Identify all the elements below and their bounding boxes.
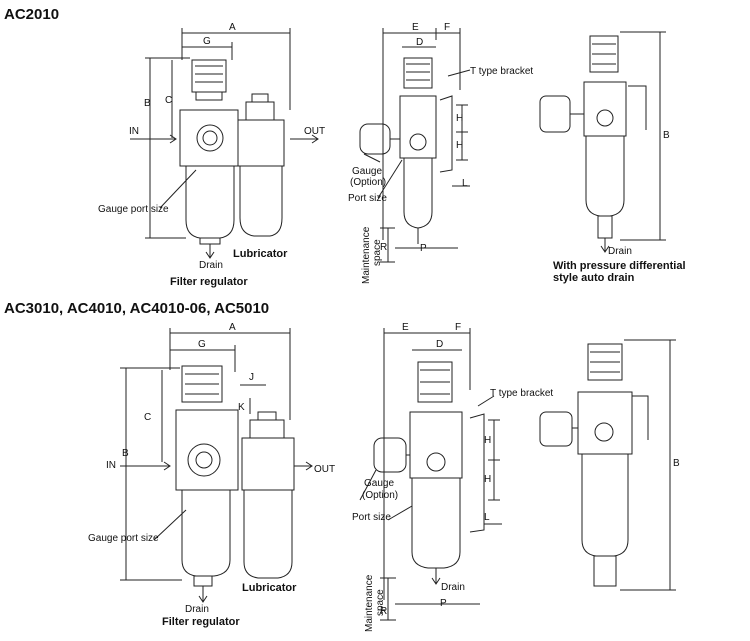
ac3010-autodrain-view: [539, 339, 676, 591]
dim-r-bottom: R: [380, 606, 388, 617]
label-port-size-top: Port size: [348, 193, 387, 204]
label-in-bottom: IN: [106, 460, 116, 471]
label-lubricator-bottom: Lubricator: [242, 582, 297, 594]
dim-k-bottom: K: [238, 402, 245, 413]
dim-b-bottom: B: [122, 448, 129, 459]
label-maintenance-top: Maintenance: [361, 226, 372, 284]
dim-p-top: P: [420, 243, 427, 254]
label-option-bottom: (Option): [362, 490, 399, 501]
label-gauge-port-bottom: Gauge port size: [88, 533, 159, 544]
label-gauge-bottom: Gauge: [364, 478, 395, 489]
dim-e-top: E: [412, 22, 419, 33]
label-drain-bottom: Drain: [185, 604, 209, 615]
dim-c-top: C: [165, 95, 173, 106]
label-in-top: IN: [129, 126, 139, 137]
dim-b-bottom-right: B: [673, 458, 680, 469]
label-filter-regulator-bottom: Filter regulator: [162, 616, 240, 628]
label-out-bottom: OUT: [314, 464, 336, 475]
dim-d-top: D: [416, 37, 424, 48]
label-autodrain-1-top: With pressure differential: [553, 260, 686, 272]
label-t-bracket-top: T type bracket: [470, 66, 534, 77]
dim-h2-top: H: [456, 140, 464, 151]
label-option-top: (Option): [350, 177, 387, 188]
dim-b-top: B: [144, 98, 151, 109]
dim-h1-bottom: H: [484, 435, 492, 446]
dim-p-bottom: P: [440, 598, 447, 609]
label-out-top: OUT: [304, 126, 326, 137]
dim-e-bottom: E: [402, 322, 409, 333]
dim-g-bottom: G: [198, 339, 206, 350]
label-filter-regulator-top: Filter regulator: [170, 276, 248, 288]
dim-a-bottom: A: [229, 322, 236, 333]
dim-b-top-right: B: [663, 130, 670, 141]
section-title-ac2010: AC2010: [4, 6, 60, 23]
dim-h1-top: H: [456, 113, 464, 124]
ac3010-front-view: [120, 328, 313, 603]
dim-c-bottom: C: [144, 412, 152, 423]
dim-j-bottom: J: [249, 372, 254, 383]
ac2010-front-view: [130, 28, 319, 259]
label-t-bracket-bottom: T type bracket: [490, 388, 554, 399]
label-autodrain-2-top: style auto drain: [553, 272, 635, 284]
dim-r-top: R: [380, 242, 388, 253]
label-lubricator-top: Lubricator: [233, 248, 288, 260]
dim-d-bottom: D: [436, 339, 444, 350]
ac2010-side-view: [359, 28, 471, 263]
dim-a-top: A: [229, 22, 236, 33]
dim-l-top: L: [462, 178, 468, 189]
label-port-size-bottom: Port size: [352, 512, 391, 523]
ac2010-autodrain-view: [539, 31, 666, 253]
label-gauge-port-top: Gauge port size: [98, 204, 169, 215]
dim-f-bottom: F: [455, 322, 462, 333]
dim-g-top: G: [203, 36, 211, 47]
label-drain-top-right: Drain: [608, 246, 632, 257]
label-drain-top: Drain: [199, 260, 223, 271]
dim-h2-bottom: H: [484, 474, 492, 485]
ac3010-side-view: [359, 328, 502, 621]
section-title-ac3010: AC3010, AC4010, AC4010-06, AC5010: [4, 300, 270, 317]
dim-l-bottom: L: [484, 512, 490, 523]
label-drain-bottom-side: Drain: [441, 582, 465, 593]
dim-f-top: F: [444, 22, 451, 33]
label-maintenance-bottom: Maintenance: [364, 574, 375, 632]
label-gauge-top: Gauge: [352, 166, 383, 177]
